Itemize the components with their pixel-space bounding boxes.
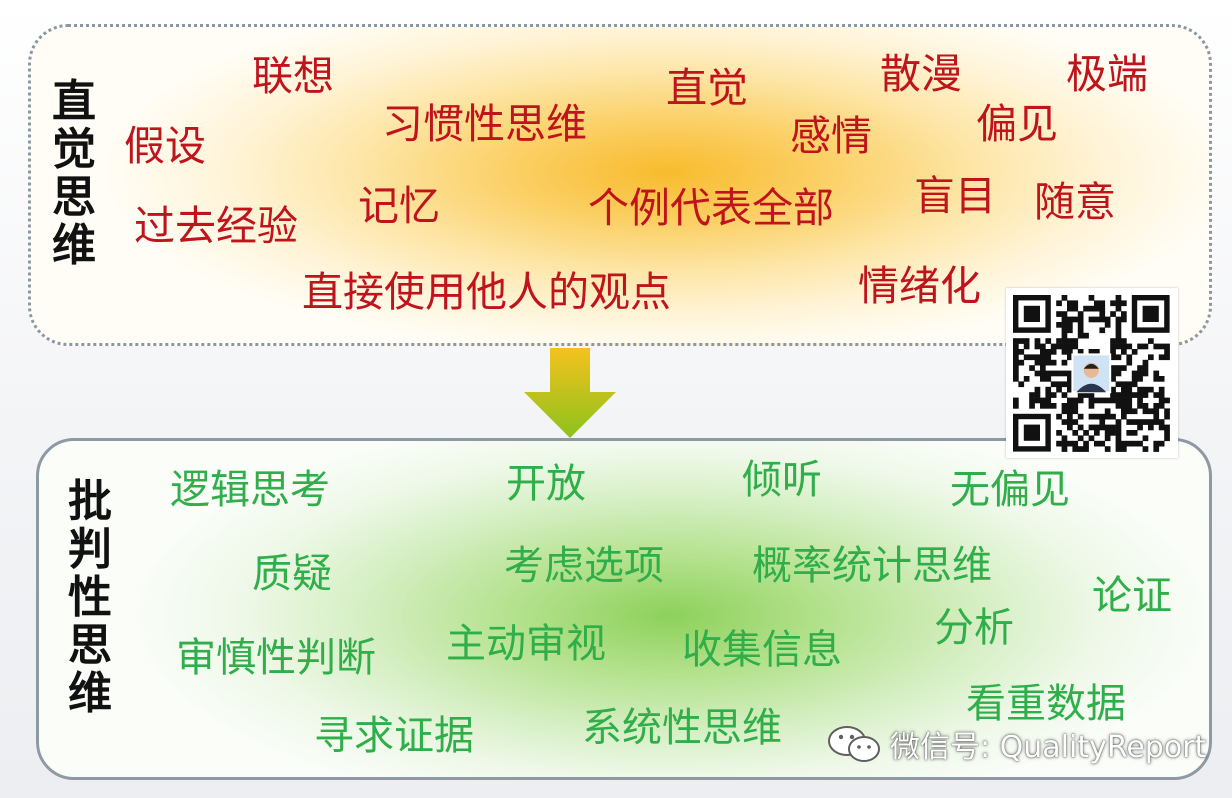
intuitive-word: 个例代表全部	[588, 184, 834, 232]
critical-word: 概率统计思维	[752, 543, 992, 589]
critical-word: 质疑	[252, 551, 332, 597]
critical-word: 寻求证据	[314, 713, 474, 759]
intuitive-word: 记忆	[358, 182, 440, 230]
critical-word: 分析	[934, 605, 1014, 651]
intuitive-word: 情绪化	[858, 262, 981, 310]
intuitive-thinking-title: 直觉思维	[52, 76, 96, 271]
critical-word: 开放	[506, 461, 586, 507]
intuitive-word: 直接使用他人的观点	[302, 268, 671, 316]
qr-code-icon	[1006, 288, 1178, 458]
critical-word: 系统性思维	[582, 705, 782, 751]
intuitive-word: 极端	[1066, 50, 1148, 98]
wechat-watermark: 微信号: QualityReport	[826, 722, 1206, 766]
critical-word: 逻辑思考	[170, 467, 330, 513]
intuitive-word: 假设	[124, 122, 206, 170]
intuitive-word: 直觉	[666, 64, 748, 112]
watermark-text: 微信号: QualityReport	[890, 730, 1207, 765]
down-arrow-icon	[524, 348, 616, 438]
critical-thinking-panel	[36, 438, 1212, 780]
critical-word: 无偏见	[950, 467, 1070, 513]
intuitive-word: 偏见	[976, 100, 1058, 148]
critical-word: 主动审视	[446, 621, 606, 667]
critical-word: 看重数据	[966, 681, 1126, 727]
intuitive-word: 过去经验	[134, 202, 298, 250]
critical-word: 论证	[1092, 573, 1172, 619]
qr-code-pattern	[1013, 295, 1170, 452]
critical-word: 倾听	[742, 457, 822, 503]
intuitive-word: 习惯性思维	[382, 100, 587, 148]
critical-word: 收集信息	[682, 627, 842, 673]
intuitive-word: 随意	[1034, 178, 1116, 226]
critical-word: 审慎性判断	[176, 635, 376, 681]
intuitive-word: 散漫	[880, 50, 962, 98]
intuitive-word: 感情	[790, 112, 872, 160]
intuitive-word: 联想	[252, 52, 334, 100]
critical-word: 考虑选项	[504, 543, 664, 589]
intuitive-word: 盲目	[914, 172, 996, 220]
critical-thinking-title: 批判性思维	[68, 476, 112, 719]
wechat-icon	[828, 726, 880, 762]
